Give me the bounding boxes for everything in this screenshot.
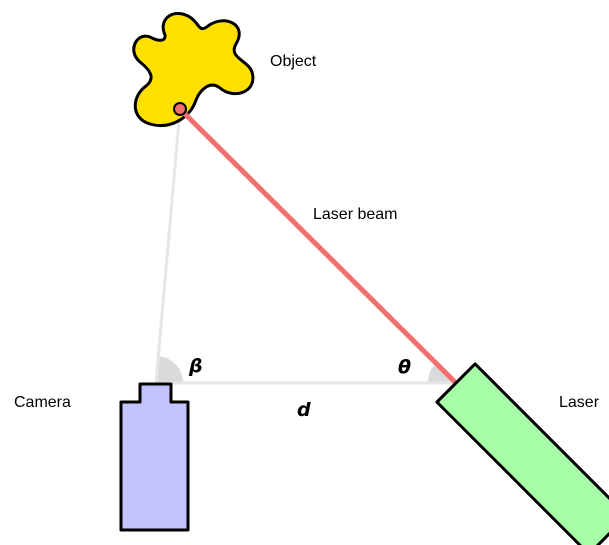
object-label: Object [270,53,317,70]
camera-label: Camera [14,394,71,411]
laser-beam-line [177,106,459,386]
beta-angle-wedge [156,356,184,383]
theta-symbol: θ [398,356,411,378]
camera-body [119,382,190,532]
distance-symbol: d [297,399,311,421]
laser-dot [173,102,187,116]
laser-beam-label: Laser beam [313,206,398,223]
laser-label: Laser [559,394,600,411]
object-shape [132,11,255,127]
laser-body [435,362,609,545]
beta-symbol: β [188,355,203,377]
camera-sight-line [154,108,182,384]
